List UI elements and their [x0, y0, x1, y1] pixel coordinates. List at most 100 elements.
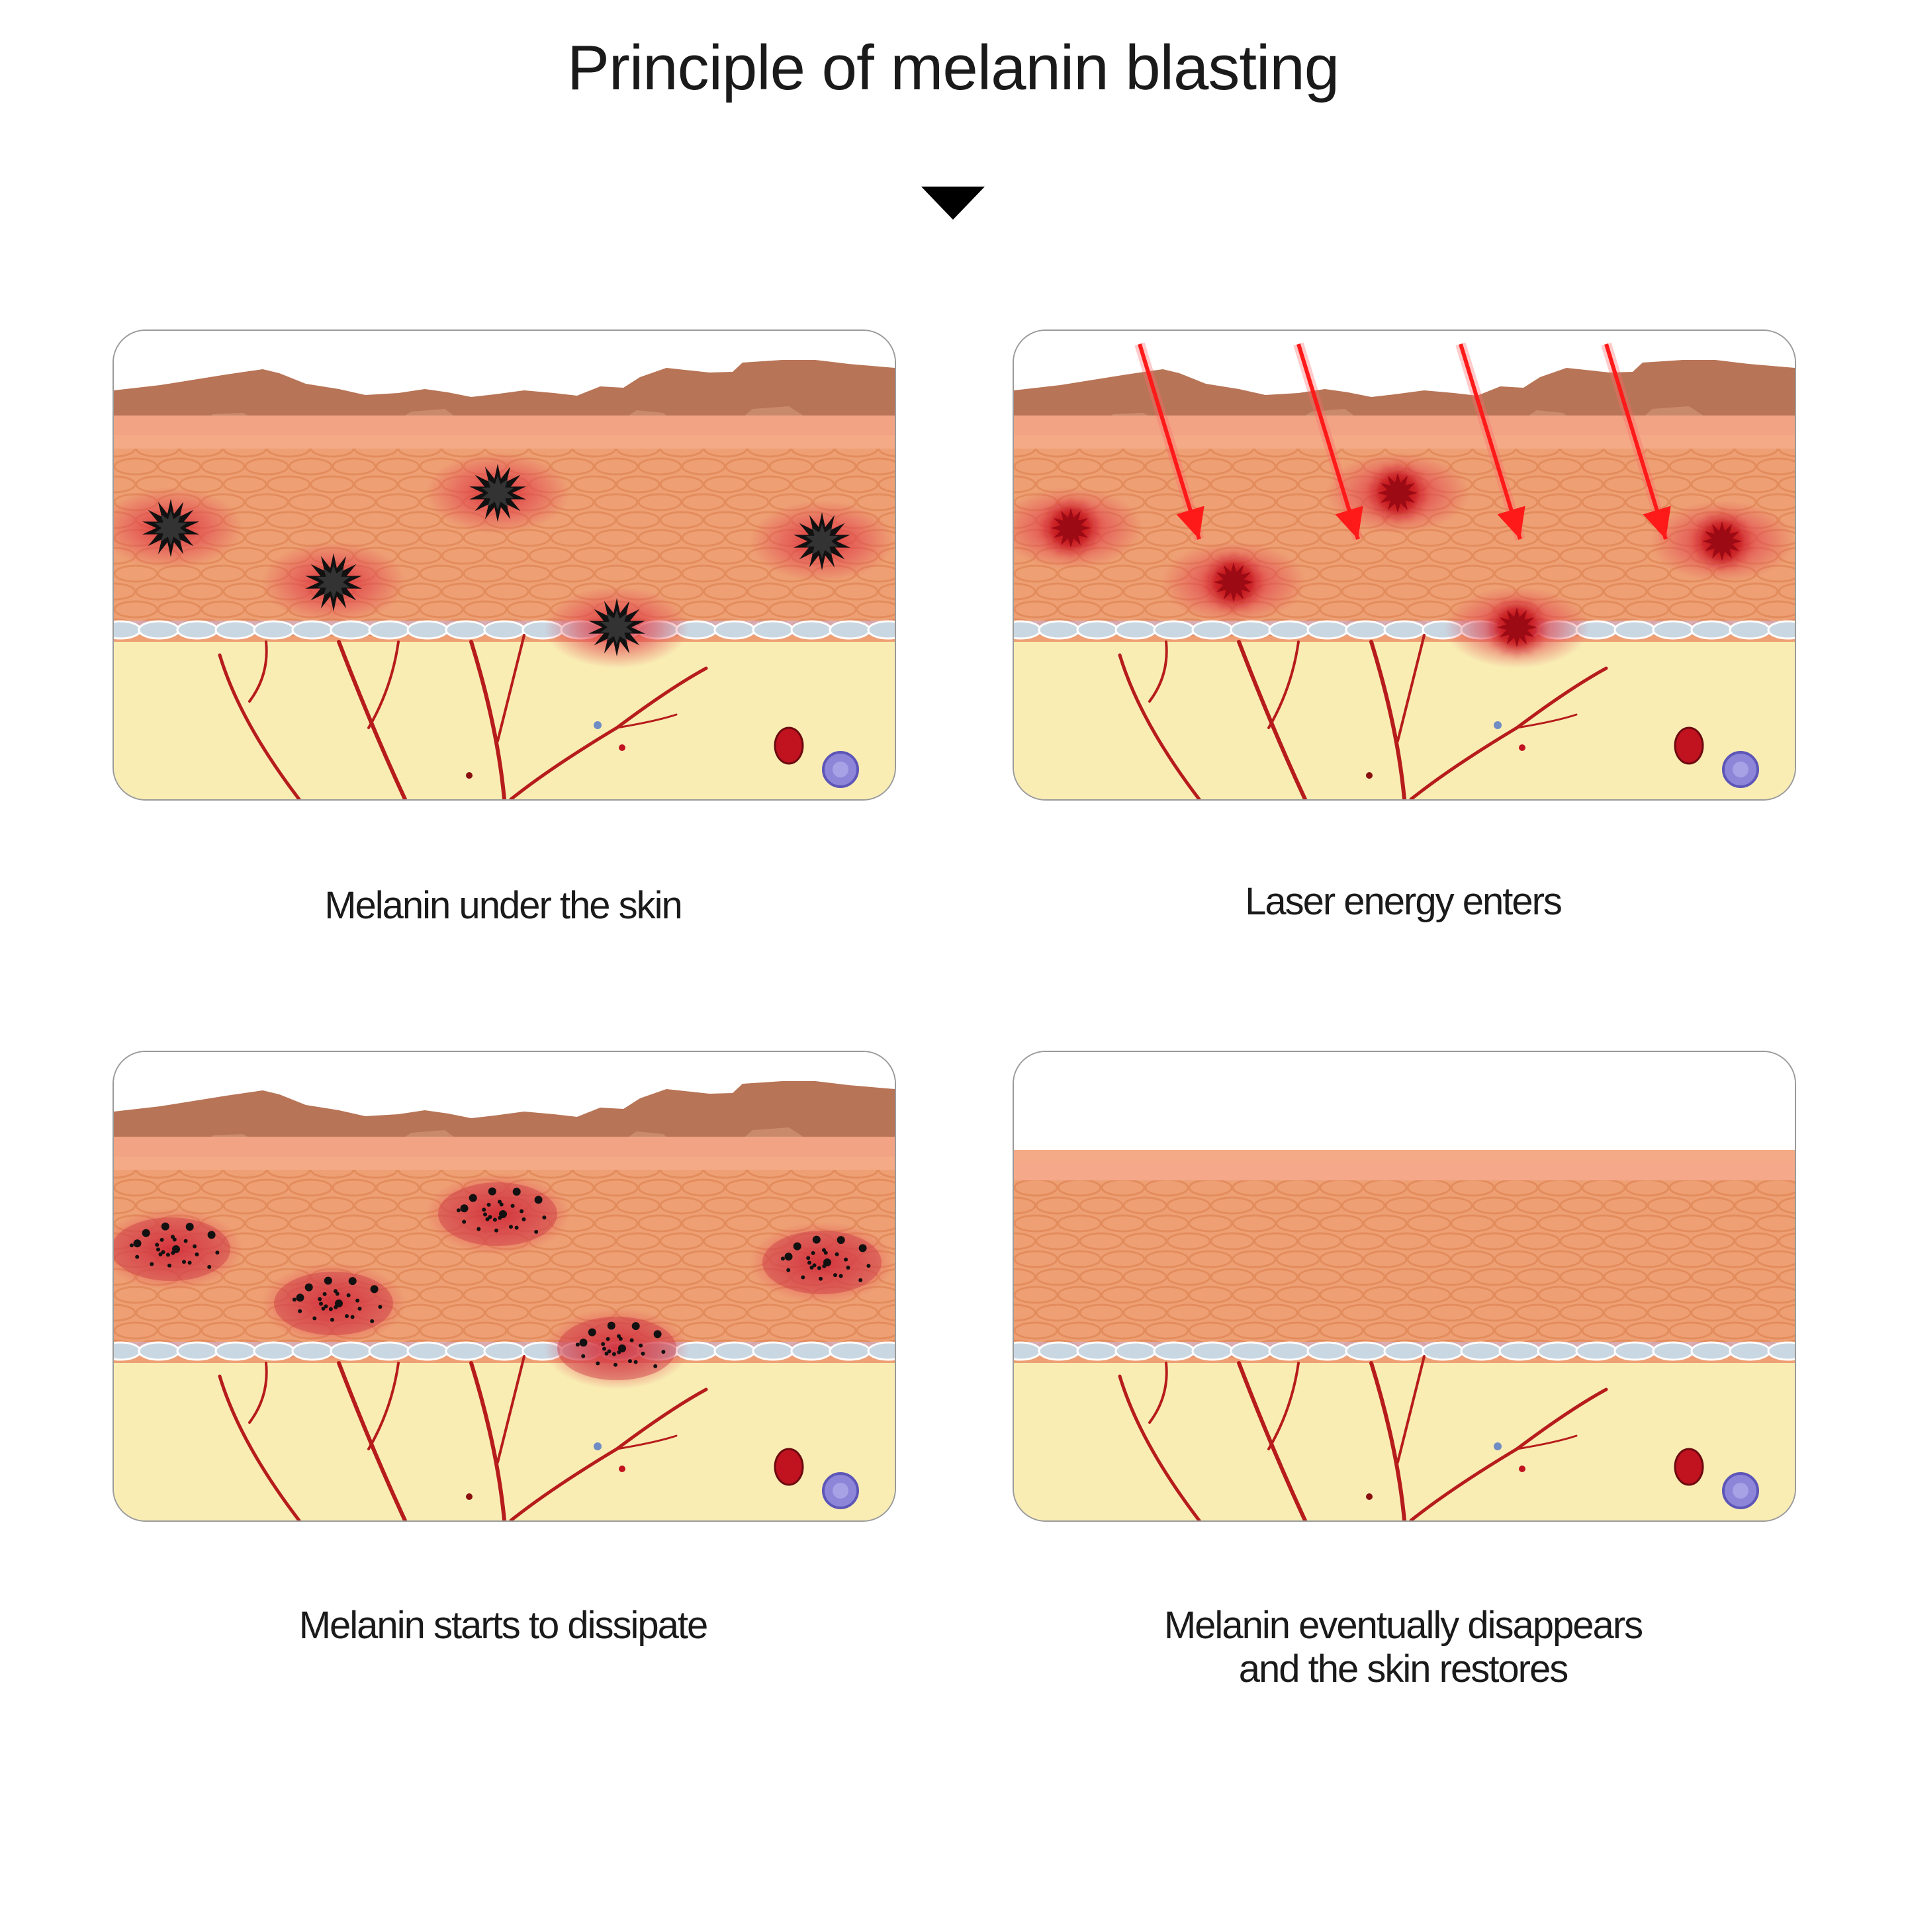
- melanin-fragment: [298, 1309, 302, 1313]
- melanin-fragment: [819, 1277, 823, 1281]
- skin-diagram: [114, 331, 895, 799]
- basal-cell: [868, 1342, 895, 1360]
- basal-cell: [1231, 621, 1271, 638]
- melanin-fragment: [534, 1230, 538, 1234]
- surface-band: [1014, 1162, 1795, 1180]
- basal-cell: [446, 621, 486, 638]
- melanin-fragment: [142, 1229, 150, 1237]
- melanin-fragment: [329, 1307, 333, 1311]
- basal-cell: [1193, 621, 1232, 638]
- basal-cell: [293, 1342, 332, 1360]
- melanin-fragment: [617, 1350, 621, 1354]
- melanin-fragment: [324, 1277, 332, 1285]
- melanin-fragment: [641, 1352, 645, 1356]
- melanin-fragment: [801, 1276, 805, 1280]
- panel-melanin-dissipates: [113, 1051, 896, 1522]
- melanin-fragment: [345, 1314, 349, 1318]
- basal-cell: [1615, 1342, 1655, 1360]
- basal-cell: [1154, 1342, 1194, 1360]
- melanin-cluster: [261, 541, 406, 623]
- melanin-fragment: [654, 1330, 662, 1338]
- basal-cell: [139, 621, 179, 638]
- caption-line: Melanin under the skin: [113, 884, 893, 928]
- melanin-fragment: [461, 1204, 469, 1212]
- melanin-fragment: [588, 1329, 596, 1337]
- melanin-cluster: [749, 1221, 895, 1303]
- melanin-fragment: [515, 1226, 519, 1230]
- skin-diagram: [1014, 1052, 1795, 1520]
- basal-cell: [254, 621, 294, 638]
- basal-cell: [1269, 1342, 1309, 1360]
- basal-cell: [1308, 621, 1347, 638]
- melanin-fragment: [602, 1347, 606, 1351]
- melanin-fragment: [522, 1217, 526, 1221]
- melanin-fragment: [156, 1248, 160, 1252]
- basal-cell: [254, 1342, 294, 1360]
- basal-cell: [868, 621, 895, 638]
- melanin-fragment: [305, 1284, 313, 1292]
- melanin-fragment: [150, 1262, 154, 1266]
- melanin-fragment: [351, 1315, 355, 1319]
- melanin-fragment: [580, 1339, 588, 1346]
- melanin-fragment: [858, 1278, 862, 1282]
- basal-cell: [1077, 621, 1117, 638]
- melanin-fragment: [378, 1305, 382, 1309]
- melanin-fragment: [457, 1208, 461, 1212]
- basal-cell: [753, 1342, 793, 1360]
- melanin-fragment: [171, 1251, 175, 1255]
- melanin-fragment: [494, 1229, 498, 1233]
- melanin-fragment: [336, 1292, 340, 1296]
- caption-line: Melanin starts to dissipate: [113, 1604, 893, 1647]
- basal-cell: [1423, 1342, 1463, 1360]
- melanin-fragment: [173, 1238, 177, 1242]
- melanin-fragment: [634, 1360, 638, 1364]
- melanin-fragment: [135, 1255, 139, 1259]
- melanin-fragment: [837, 1236, 845, 1244]
- melanin-cluster: [749, 500, 895, 582]
- panel-melanin-under-skin: [113, 329, 896, 801]
- melanin-fragment: [542, 1215, 546, 1219]
- melanin-cluster: [544, 586, 690, 668]
- melanin-fragment: [318, 1297, 322, 1301]
- basal-cell: [1730, 621, 1770, 638]
- melanin-fragment: [630, 1339, 634, 1342]
- basal-cell: [1116, 1342, 1156, 1360]
- small-cell: [1366, 1493, 1373, 1500]
- basal-cell: [484, 621, 524, 638]
- basal-cell: [1538, 1342, 1578, 1360]
- melanin-fragment: [312, 1317, 316, 1321]
- melanin-fragment: [794, 1243, 801, 1251]
- melanin-fragment: [347, 1294, 351, 1297]
- basal-cell: [1193, 1342, 1232, 1360]
- melanin-fragment: [323, 1292, 327, 1296]
- basal-cell: [293, 621, 332, 638]
- melanin-fragment: [186, 1223, 194, 1231]
- basal-cell: [369, 621, 409, 638]
- melanin-fragment: [370, 1319, 374, 1323]
- melanin-fragment: [488, 1215, 492, 1219]
- melanin-fragment: [807, 1261, 811, 1265]
- panel-laser-energy-enters: [1013, 329, 1796, 801]
- melanin-fragment: [844, 1258, 848, 1262]
- basal-cell: [1384, 1342, 1424, 1360]
- basal-cell: [1346, 1342, 1386, 1360]
- basal-cell: [1154, 621, 1194, 638]
- melanin-fragment: [535, 1196, 543, 1204]
- basal-cell: [216, 1342, 255, 1360]
- basal-cell: [1308, 1342, 1347, 1360]
- melanin-fragment: [330, 1318, 334, 1322]
- melanin-fragment: [785, 1252, 793, 1260]
- melanin-fragment: [846, 1266, 850, 1270]
- melanin-fragment: [661, 1350, 665, 1354]
- basal-cell: [1346, 621, 1386, 638]
- melanin-fragment: [476, 1227, 480, 1231]
- melanin-fragment: [167, 1264, 171, 1268]
- melanin-fragment: [319, 1302, 323, 1306]
- basal-cell: [830, 621, 870, 638]
- melanin-fragment: [188, 1261, 192, 1265]
- basal-cell: [1500, 1342, 1539, 1360]
- melanin-fragment: [184, 1239, 188, 1243]
- basal-cell: [830, 1342, 870, 1360]
- surface-band: [1014, 416, 1795, 435]
- caption-line: Laser energy enters: [1013, 880, 1793, 924]
